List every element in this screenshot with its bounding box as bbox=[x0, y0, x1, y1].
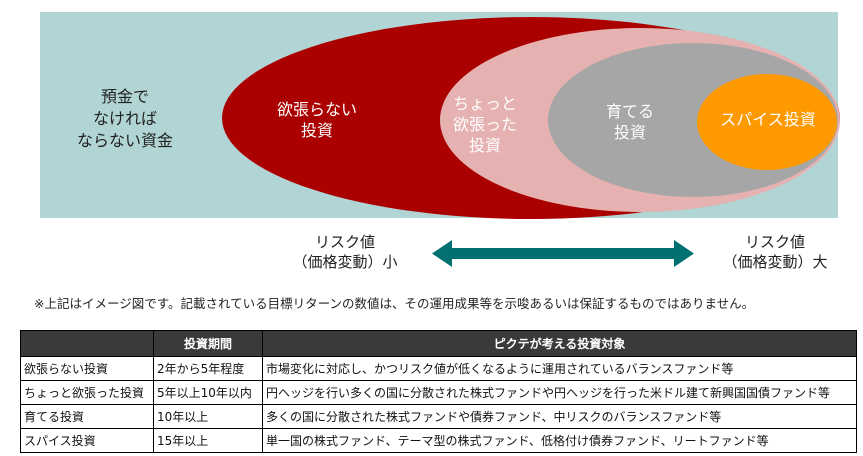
risk-high-label: リスク値 （価格変動）大 bbox=[722, 233, 828, 271]
cell-period: 5年以上10年以内 bbox=[153, 380, 263, 405]
cell-targets: 円ヘッジを行い多くの国に分散された株式ファンドや円ヘッジを行った米ドル建て新興国… bbox=[262, 380, 857, 405]
cell-type: ちょっと欲張った投資 bbox=[20, 380, 154, 405]
risk-low-label: リスク値 （価格変動）小 bbox=[292, 233, 398, 271]
cell-type: 育てる投資 bbox=[20, 404, 154, 429]
moderate-label: ちょっと 欲張った 投資 bbox=[452, 94, 517, 155]
ellipse-spice bbox=[697, 74, 837, 170]
cell-targets: 単一国の株式ファンド、テーマ型の株式ファンド、低格付け債券ファンド、リートファン… bbox=[262, 428, 857, 453]
cell-type: スパイス投資 bbox=[20, 428, 154, 453]
spice-label: スパイス投資 bbox=[720, 110, 816, 129]
cell-period: 2年から5年程度 bbox=[153, 356, 263, 381]
cell-targets: 市場変化に対応し、かつリスク値が低くなるように運用されているバランスファンド等 bbox=[262, 356, 857, 381]
cell-period: 10年以上 bbox=[153, 404, 263, 429]
growth-label: 育てる 投資 bbox=[605, 102, 654, 142]
investment-diagram bbox=[40, 12, 840, 267]
disclaimer-note: ※上記はイメージ図です。記載されている目標リターンの数値は、その運用成果等を示唆… bbox=[34, 296, 755, 311]
risk-arrow bbox=[432, 240, 694, 267]
cell-targets: 多くの国に分散された株式ファンドや債券ファンド、中リスクのバランスファンド等 bbox=[262, 404, 857, 429]
header-blank bbox=[20, 330, 154, 357]
header-targets: ピクテが考える投資対象 bbox=[262, 330, 857, 357]
deposit-funds-label: 預金で なければ ならない資金 bbox=[76, 87, 173, 150]
table-header-row: 投資期間 ピクテが考える投資対象 bbox=[20, 330, 857, 357]
cell-period: 15年以上 bbox=[153, 428, 263, 453]
header-period: 投資期間 bbox=[153, 330, 263, 357]
cell-type: 欲張らない投資 bbox=[20, 356, 154, 381]
conservative-label: 欲張らない 投資 bbox=[276, 100, 357, 140]
